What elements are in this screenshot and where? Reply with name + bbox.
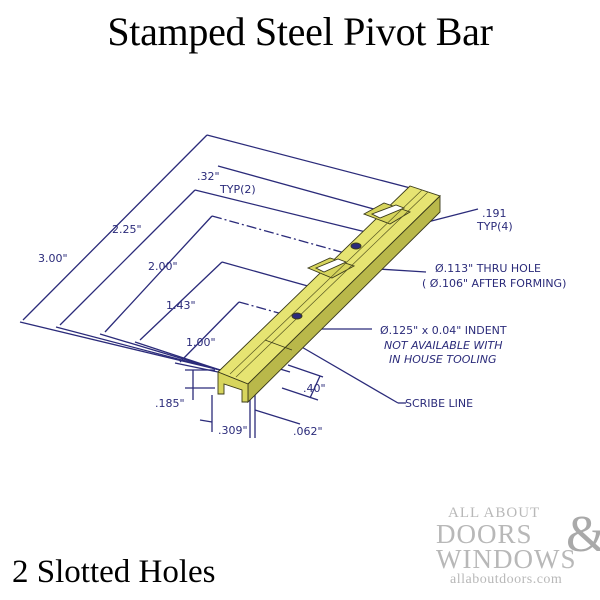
note-thru-hole: Ø.113" THRU HOLE (435, 262, 541, 275)
watermark-ampersand: & (566, 505, 600, 564)
note-indent: Ø.125" x 0.04" INDENT (380, 324, 507, 337)
watermark-url: allaboutdoors.com (450, 572, 563, 587)
note-indent-warning-1: NOT AVAILABLE WITH (384, 339, 503, 352)
dim-slot-width-note: TYP(2) (219, 183, 256, 196)
dim-edge: .191 (482, 207, 507, 220)
dim-width: .309" (218, 424, 248, 437)
dimension-lines (19, 134, 479, 438)
dim-slot-near: 1.43" (166, 299, 196, 312)
dim-edge-note: TYP(4) (476, 220, 513, 233)
caption: 2 Slotted Holes (12, 554, 216, 590)
dim-overall-length: 3.00" (38, 252, 68, 265)
dim-slot-width: .32" (197, 170, 220, 183)
watermark-logo: & ALL ABOUT DOORS WINDOWS allaboutdoors.… (436, 505, 600, 588)
dim-indent: 1.00" (186, 336, 216, 349)
note-scribe-line: SCRIBE LINE (405, 397, 473, 410)
dim-slot-far: 2.25" (112, 223, 142, 236)
watermark-line-2: DOORS (436, 519, 533, 549)
dim-hole-center: 2.00" (148, 260, 178, 273)
note-thru-hole-after: ( Ø.106" AFTER FORMING) (422, 277, 566, 290)
note-indent-warning-2: IN HOUSE TOOLING (389, 353, 497, 366)
pivot-bar-part (217, 185, 441, 404)
dim-thickness: .062" (293, 425, 323, 438)
page-title: Stamped Steel Pivot Bar (107, 9, 493, 54)
dim-height: .185" (155, 397, 185, 410)
dim-scribe-offset: .40" (303, 382, 326, 395)
watermark-line-1: ALL ABOUT (448, 505, 541, 521)
watermark-line-3: WINDOWS (436, 544, 577, 574)
